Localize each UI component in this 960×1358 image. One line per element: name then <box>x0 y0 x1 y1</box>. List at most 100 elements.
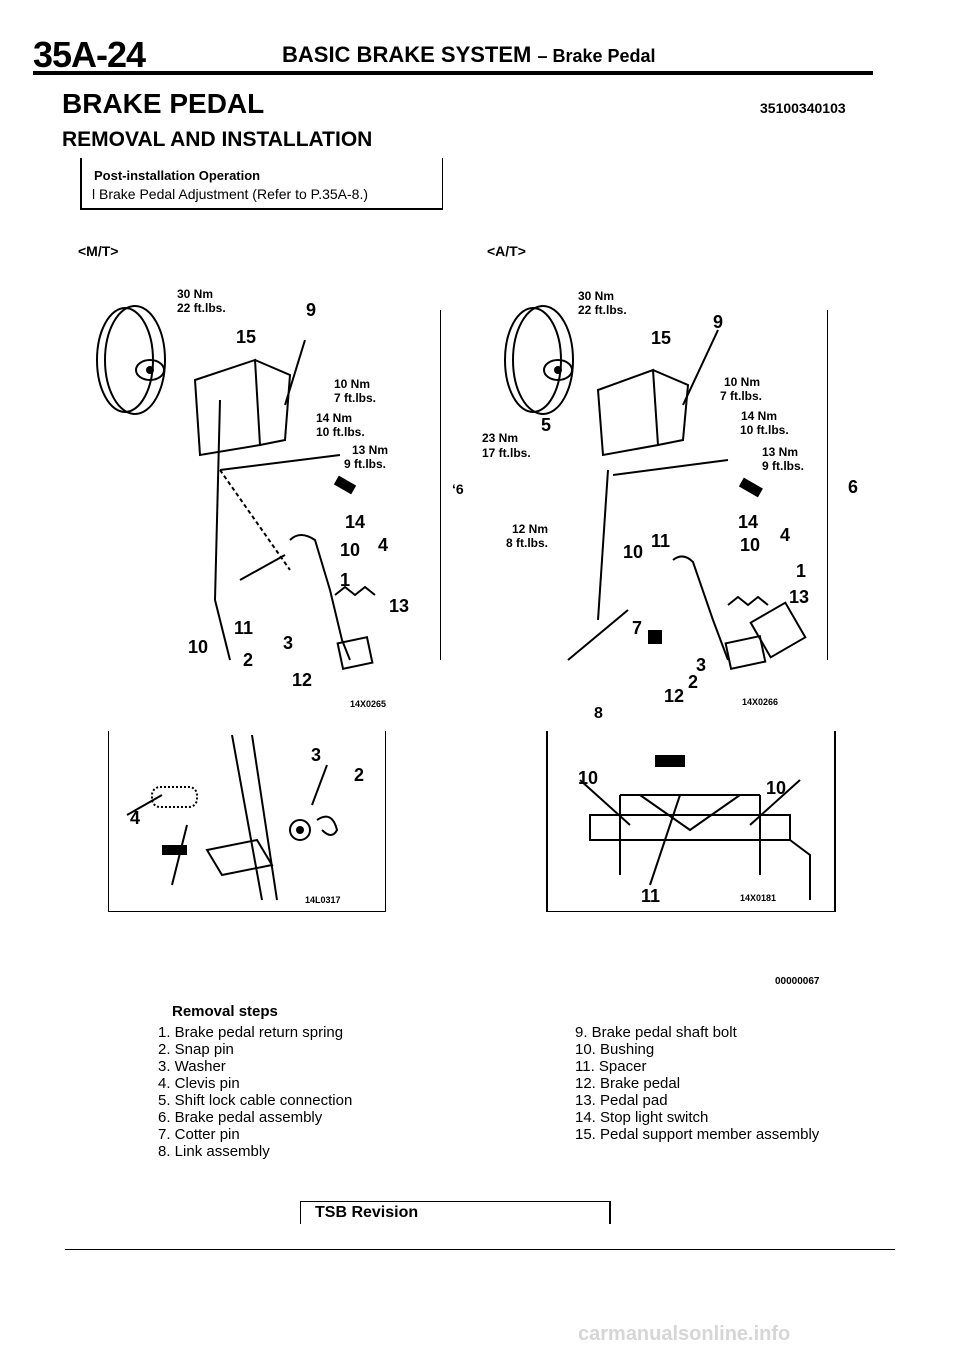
mt-side-ref: ‘6 <box>452 481 464 497</box>
at-torque-b-ftlb: 10 ft.lbs. <box>740 423 789 437</box>
mt-torque-c-nm: 13 Nm <box>352 443 389 457</box>
at-side-ref: 6 <box>848 477 859 497</box>
removal-step: 10. Bushing <box>575 1041 655 1058</box>
mt-callout-9: 9 <box>306 300 317 320</box>
at-callout-7: 7 <box>632 618 643 638</box>
at-right-bracket <box>827 310 828 660</box>
removal-step: 3. Washer <box>158 1058 226 1075</box>
removal-step: 12. Brake pedal <box>575 1075 681 1092</box>
removal-step: 7. Cotter pin <box>158 1126 240 1143</box>
footer-rule <box>65 1249 895 1250</box>
detail-right-callout-10a: 10 <box>578 768 599 788</box>
removal-step: 13. Pedal pad <box>575 1092 668 1109</box>
removal-step: 15. Pedal support member assembly <box>575 1126 820 1143</box>
mt-callout-12: 12 <box>292 670 313 690</box>
removal-step: 6. Brake pedal assembly <box>158 1109 323 1126</box>
at-torque-a-nm: 10 Nm <box>724 375 761 389</box>
mt-callout-15: 15 <box>236 327 257 347</box>
mt-callout-10a: 10 <box>340 540 361 560</box>
figure-code: 00000067 <box>775 976 820 987</box>
document-code: 35100340103 <box>760 100 846 116</box>
at-torque-b-nm: 14 Nm <box>741 409 778 423</box>
detail-right-illustration <box>579 755 811 900</box>
removal-steps-left: 1. Brake pedal return spring 2. Snap pin… <box>158 1024 352 1160</box>
mt-callout-2: 2 <box>243 650 254 670</box>
mt-torque-15-nm: 30 Nm <box>177 287 214 301</box>
at-callout-2: 2 <box>688 672 699 692</box>
at-callout-10b: 10 <box>740 535 761 555</box>
at-figure-code: 14X0266 <box>742 697 779 707</box>
at-callout-8: 8 <box>594 705 603 722</box>
at-torque-d-nm: 12 Nm <box>512 522 549 536</box>
detail-left-callout-2: 2 <box>354 765 365 785</box>
removal-steps-title: Removal steps <box>172 1003 278 1020</box>
removal-steps-right: 9. Brake pedal shaft bolt 10. Bushing 11… <box>575 1024 819 1143</box>
at-callout-11: 11 <box>651 531 671 551</box>
at-callout-1: 1 <box>796 561 807 581</box>
post-install-item: l Brake Pedal Adjustment (Refer to P.35A… <box>92 186 368 202</box>
removal-step: 2. Snap pin <box>158 1041 234 1058</box>
mt-torque-a-ftlb: 7 ft.lbs. <box>334 391 377 405</box>
mt-torque-15-ftlb: 22 ft.lbs. <box>177 301 226 315</box>
at-callout-10a: 10 <box>623 542 644 562</box>
mt-figure-code: 14X0265 <box>350 699 387 709</box>
mt-torque-a-nm: 10 Nm <box>334 377 371 391</box>
detail-left-illustration <box>126 735 339 901</box>
removal-step: 1. Brake pedal return spring <box>158 1024 344 1041</box>
header-rule <box>33 71 873 75</box>
mt-callout-13: 13 <box>389 596 410 616</box>
at-callout-15: 15 <box>651 328 672 348</box>
detail-left-frame <box>108 731 386 912</box>
removal-step: 8. Link assembly <box>158 1143 270 1160</box>
mt-callout-3: 3 <box>283 633 294 653</box>
at-callout-9: 9 <box>713 312 724 332</box>
watermark: carmanualsonline.info <box>578 1323 791 1345</box>
section-title-main: BASIC BRAKE SYSTEM <box>282 42 532 67</box>
at-torque-c-nm: 13 Nm <box>762 445 799 459</box>
page-number: 35A-24 <box>33 34 146 75</box>
removal-step: 5. Shift lock cable connection <box>158 1092 353 1109</box>
at-torque-15-ftlb: 22 ft.lbs. <box>578 303 627 317</box>
removal-step: 9. Brake pedal shaft bolt <box>575 1024 737 1041</box>
at-callout-13: 13 <box>789 587 810 607</box>
at-torque-c-ftlb: 9 ft.lbs. <box>762 459 805 473</box>
at-callout-12: 12 <box>664 686 685 706</box>
at-torque-a-ftlb: 7 ft.lbs. <box>720 389 763 403</box>
detail-right-callout-11: 11 <box>641 886 661 906</box>
post-install-heading: Post-installation Operation <box>94 168 261 183</box>
at-label: <A/T> <box>487 243 526 259</box>
removal-step: 11. Spacer <box>575 1058 647 1075</box>
post-install-box <box>80 158 443 210</box>
at-callout-3: 3 <box>696 655 707 675</box>
mt-torque-b-ftlb: 10 ft.lbs. <box>316 425 365 439</box>
at-diagram-illustration <box>504 305 807 671</box>
section-title: BASIC BRAKE SYSTEM – Brake Pedal <box>282 42 656 68</box>
tsb-revision-box: TSB Revision <box>300 1201 611 1224</box>
detail-right-frame <box>546 731 836 912</box>
mt-right-bracket <box>440 310 441 660</box>
mt-callout-11: 11 <box>234 618 254 638</box>
mt-torque-b-nm: 14 Nm <box>316 411 353 425</box>
mt-torque-c-ftlb: 9 ft.lbs. <box>344 457 387 471</box>
at-torque-5-ftlb: 17 ft.lbs. <box>482 446 531 460</box>
mt-callout-1: 1 <box>340 570 351 590</box>
at-callout-14: 14 <box>738 512 759 532</box>
section-title-sub: – Brake Pedal <box>537 46 656 66</box>
at-callout-5: 5 <box>541 415 552 435</box>
mt-callout-14: 14 <box>345 512 366 532</box>
at-torque-15-nm: 30 Nm <box>578 289 615 303</box>
section-subtitle: REMOVAL AND INSTALLATION <box>62 128 373 151</box>
page-title: BRAKE PEDAL <box>62 88 265 119</box>
removal-step: 4. Clevis pin <box>158 1075 240 1092</box>
mt-callout-10b: 10 <box>188 637 209 657</box>
mt-label: <M/T> <box>78 243 119 259</box>
at-callout-4: 4 <box>780 525 791 545</box>
detail-left-callout-3: 3 <box>311 745 322 765</box>
mt-diagram-illustration <box>96 305 376 671</box>
at-torque-5-nm: 23 Nm <box>482 431 519 445</box>
at-torque-d-ftlb: 8 ft.lbs. <box>506 536 549 550</box>
detail-right-code: 14X0181 <box>740 893 777 903</box>
mt-callout-4: 4 <box>378 535 389 555</box>
detail-left-callout-4: 4 <box>130 808 141 828</box>
detail-right-callout-10b: 10 <box>766 778 787 798</box>
